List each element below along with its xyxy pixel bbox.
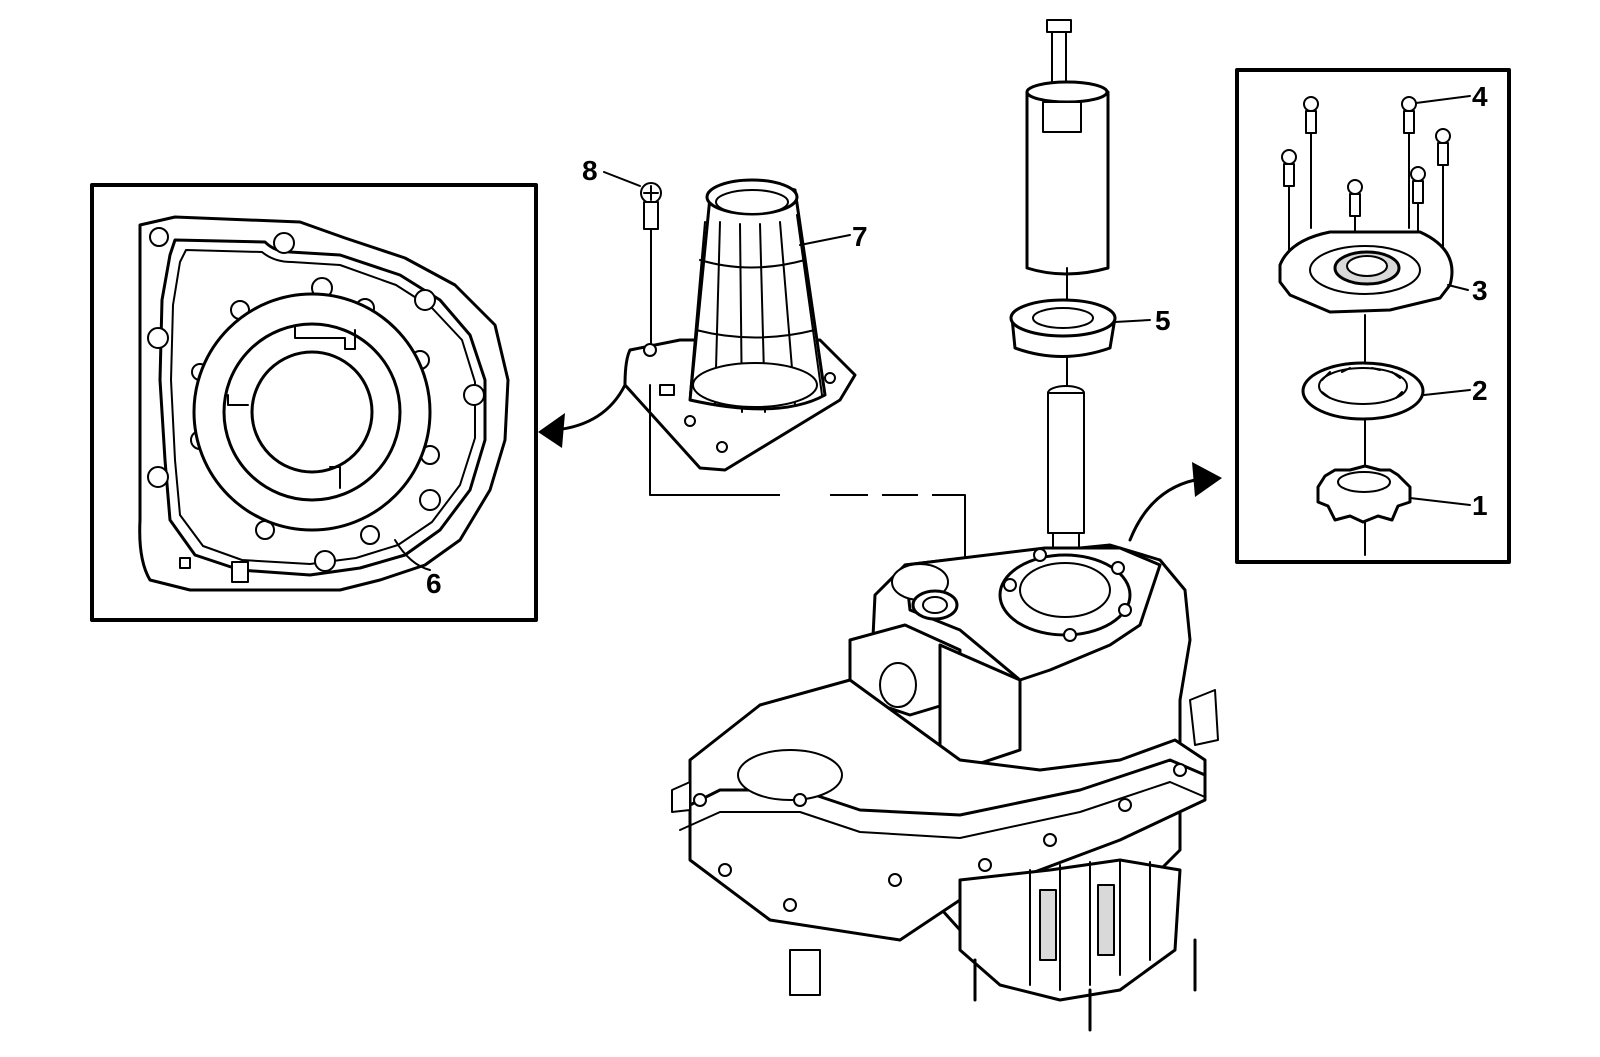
gasket-detail-box: 6 xyxy=(90,183,538,622)
callout-1: 1 xyxy=(1472,490,1488,521)
bolt-8 xyxy=(640,182,662,361)
extension-housing-7 xyxy=(623,178,857,472)
leader-line-6 xyxy=(394,539,431,571)
arrow-to-retainer-detail xyxy=(1128,478,1197,542)
bore-inner-ring xyxy=(250,350,374,474)
gasket-inner-outline xyxy=(170,249,476,565)
bore-notch xyxy=(329,466,341,489)
bore-notch xyxy=(227,394,249,406)
leader-line-4 xyxy=(1415,95,1471,104)
retainer-bolts-4 xyxy=(1281,96,1451,306)
arrow-head-left xyxy=(538,413,565,448)
gasket-outline xyxy=(158,238,487,577)
leader-line-5 xyxy=(1114,319,1151,323)
retainer-plate-3 xyxy=(1278,230,1454,314)
leader-line-8 xyxy=(603,171,641,187)
locator-tab xyxy=(231,561,249,583)
callout-5: 5 xyxy=(1155,305,1171,336)
leader-line-7 xyxy=(799,234,851,246)
callout-7: 7 xyxy=(852,221,868,252)
callout-8: 8 xyxy=(582,155,598,186)
leader-line-1 xyxy=(1409,497,1471,506)
leader-line-2 xyxy=(1423,389,1471,396)
transfer-case-housing xyxy=(671,543,1219,1032)
leader-line-3 xyxy=(1447,284,1469,291)
callout-4: 4 xyxy=(1472,81,1488,112)
bearing-installer-tool xyxy=(1025,19,1110,396)
locator-tab xyxy=(179,557,191,569)
arrow-to-gasket-detail xyxy=(553,383,627,432)
arrow-head-right xyxy=(1192,462,1222,497)
seal-retainer-detail-box: 4 3 2 1 xyxy=(1235,68,1511,564)
bore-notch xyxy=(294,326,356,350)
callout-3: 3 xyxy=(1472,275,1488,306)
gear-1 xyxy=(1316,464,1412,524)
ring-2 xyxy=(1301,361,1425,421)
case-bolts xyxy=(693,763,1187,912)
callout-2: 2 xyxy=(1472,375,1488,406)
callout-6: 6 xyxy=(426,568,442,599)
bearing-5 xyxy=(1009,298,1117,358)
